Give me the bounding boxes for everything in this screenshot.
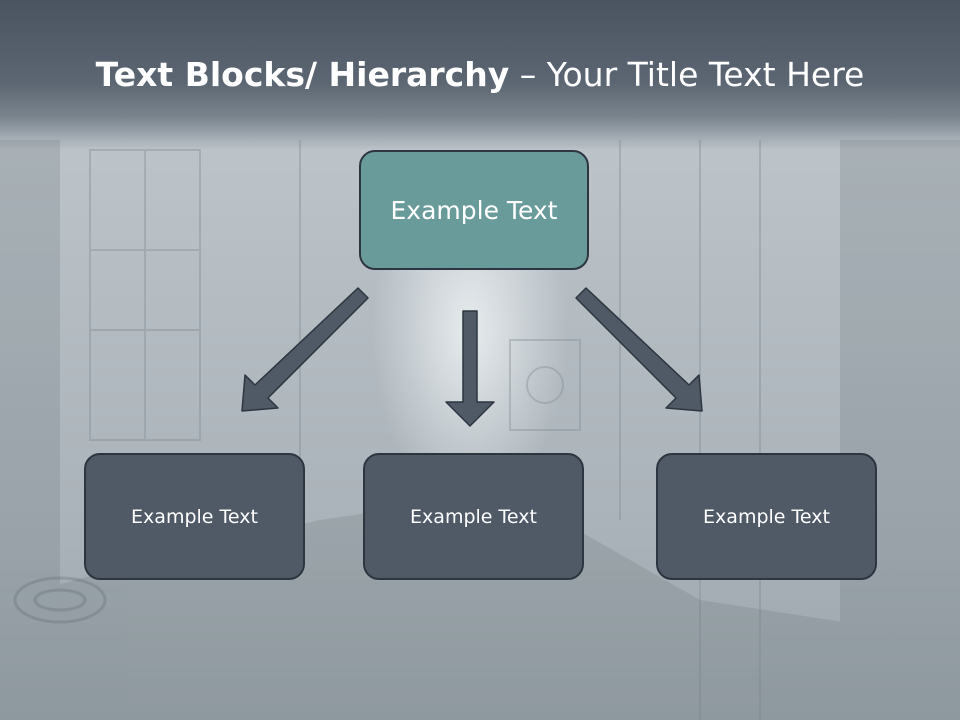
child-box-center: Example Text [363,453,584,580]
arrow-right [575,287,703,412]
title-bold: Text Blocks/ Hierarchy [95,55,510,94]
slide-title: Text Blocks/ Hierarchy – Your Title Text… [0,52,960,98]
arrow-left [241,287,369,412]
child-box-text: Example Text [131,505,258,528]
title-bar [0,0,960,150]
child-box-text: Example Text [410,505,537,528]
top-example-box: Example Text [359,150,589,270]
title-regular: – Your Title Text Here [509,55,865,94]
child-box-text: Example Text [703,505,830,528]
child-box-right: Example Text [656,453,877,580]
top-example-text: Example Text [390,195,558,225]
arrow-center [445,310,495,427]
child-box-left: Example Text [84,453,305,580]
